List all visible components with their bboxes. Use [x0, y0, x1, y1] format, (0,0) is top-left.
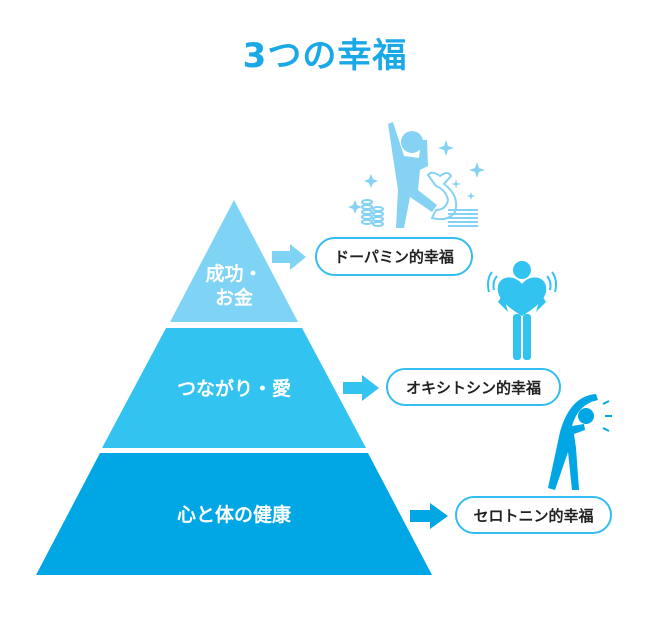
- person-stretching-icon: [548, 394, 612, 490]
- tier-label-line: お金: [214, 287, 253, 309]
- pyramid-middle-tier: [102, 328, 366, 448]
- tier-label-line: 成功・: [205, 263, 263, 285]
- diagram-title: 3つの幸福: [242, 36, 408, 76]
- tier-label-mind-body-health: 心と体の健康: [176, 504, 291, 526]
- arrow-right-icon: [272, 244, 306, 270]
- arrow-right-icon: [410, 503, 448, 529]
- arrow-right-icon: [343, 375, 379, 401]
- oxytocin-happiness-label: オキシトシン的幸福: [386, 368, 561, 406]
- serotonin-happiness-label: セロトニン的幸福: [455, 496, 612, 534]
- tier-label-success-money: 成功・ お金: [184, 262, 284, 310]
- pyramid-bottom-tier: [36, 453, 432, 575]
- celebrating-person-money-icon: [348, 122, 485, 228]
- pyramid-top-tier: [170, 200, 298, 322]
- tier-label-connection-love: つながり・愛: [176, 378, 291, 400]
- dopamine-happiness-label: ドーパミン的幸福: [315, 237, 473, 276]
- person-holding-heart-icon: [487, 261, 557, 360]
